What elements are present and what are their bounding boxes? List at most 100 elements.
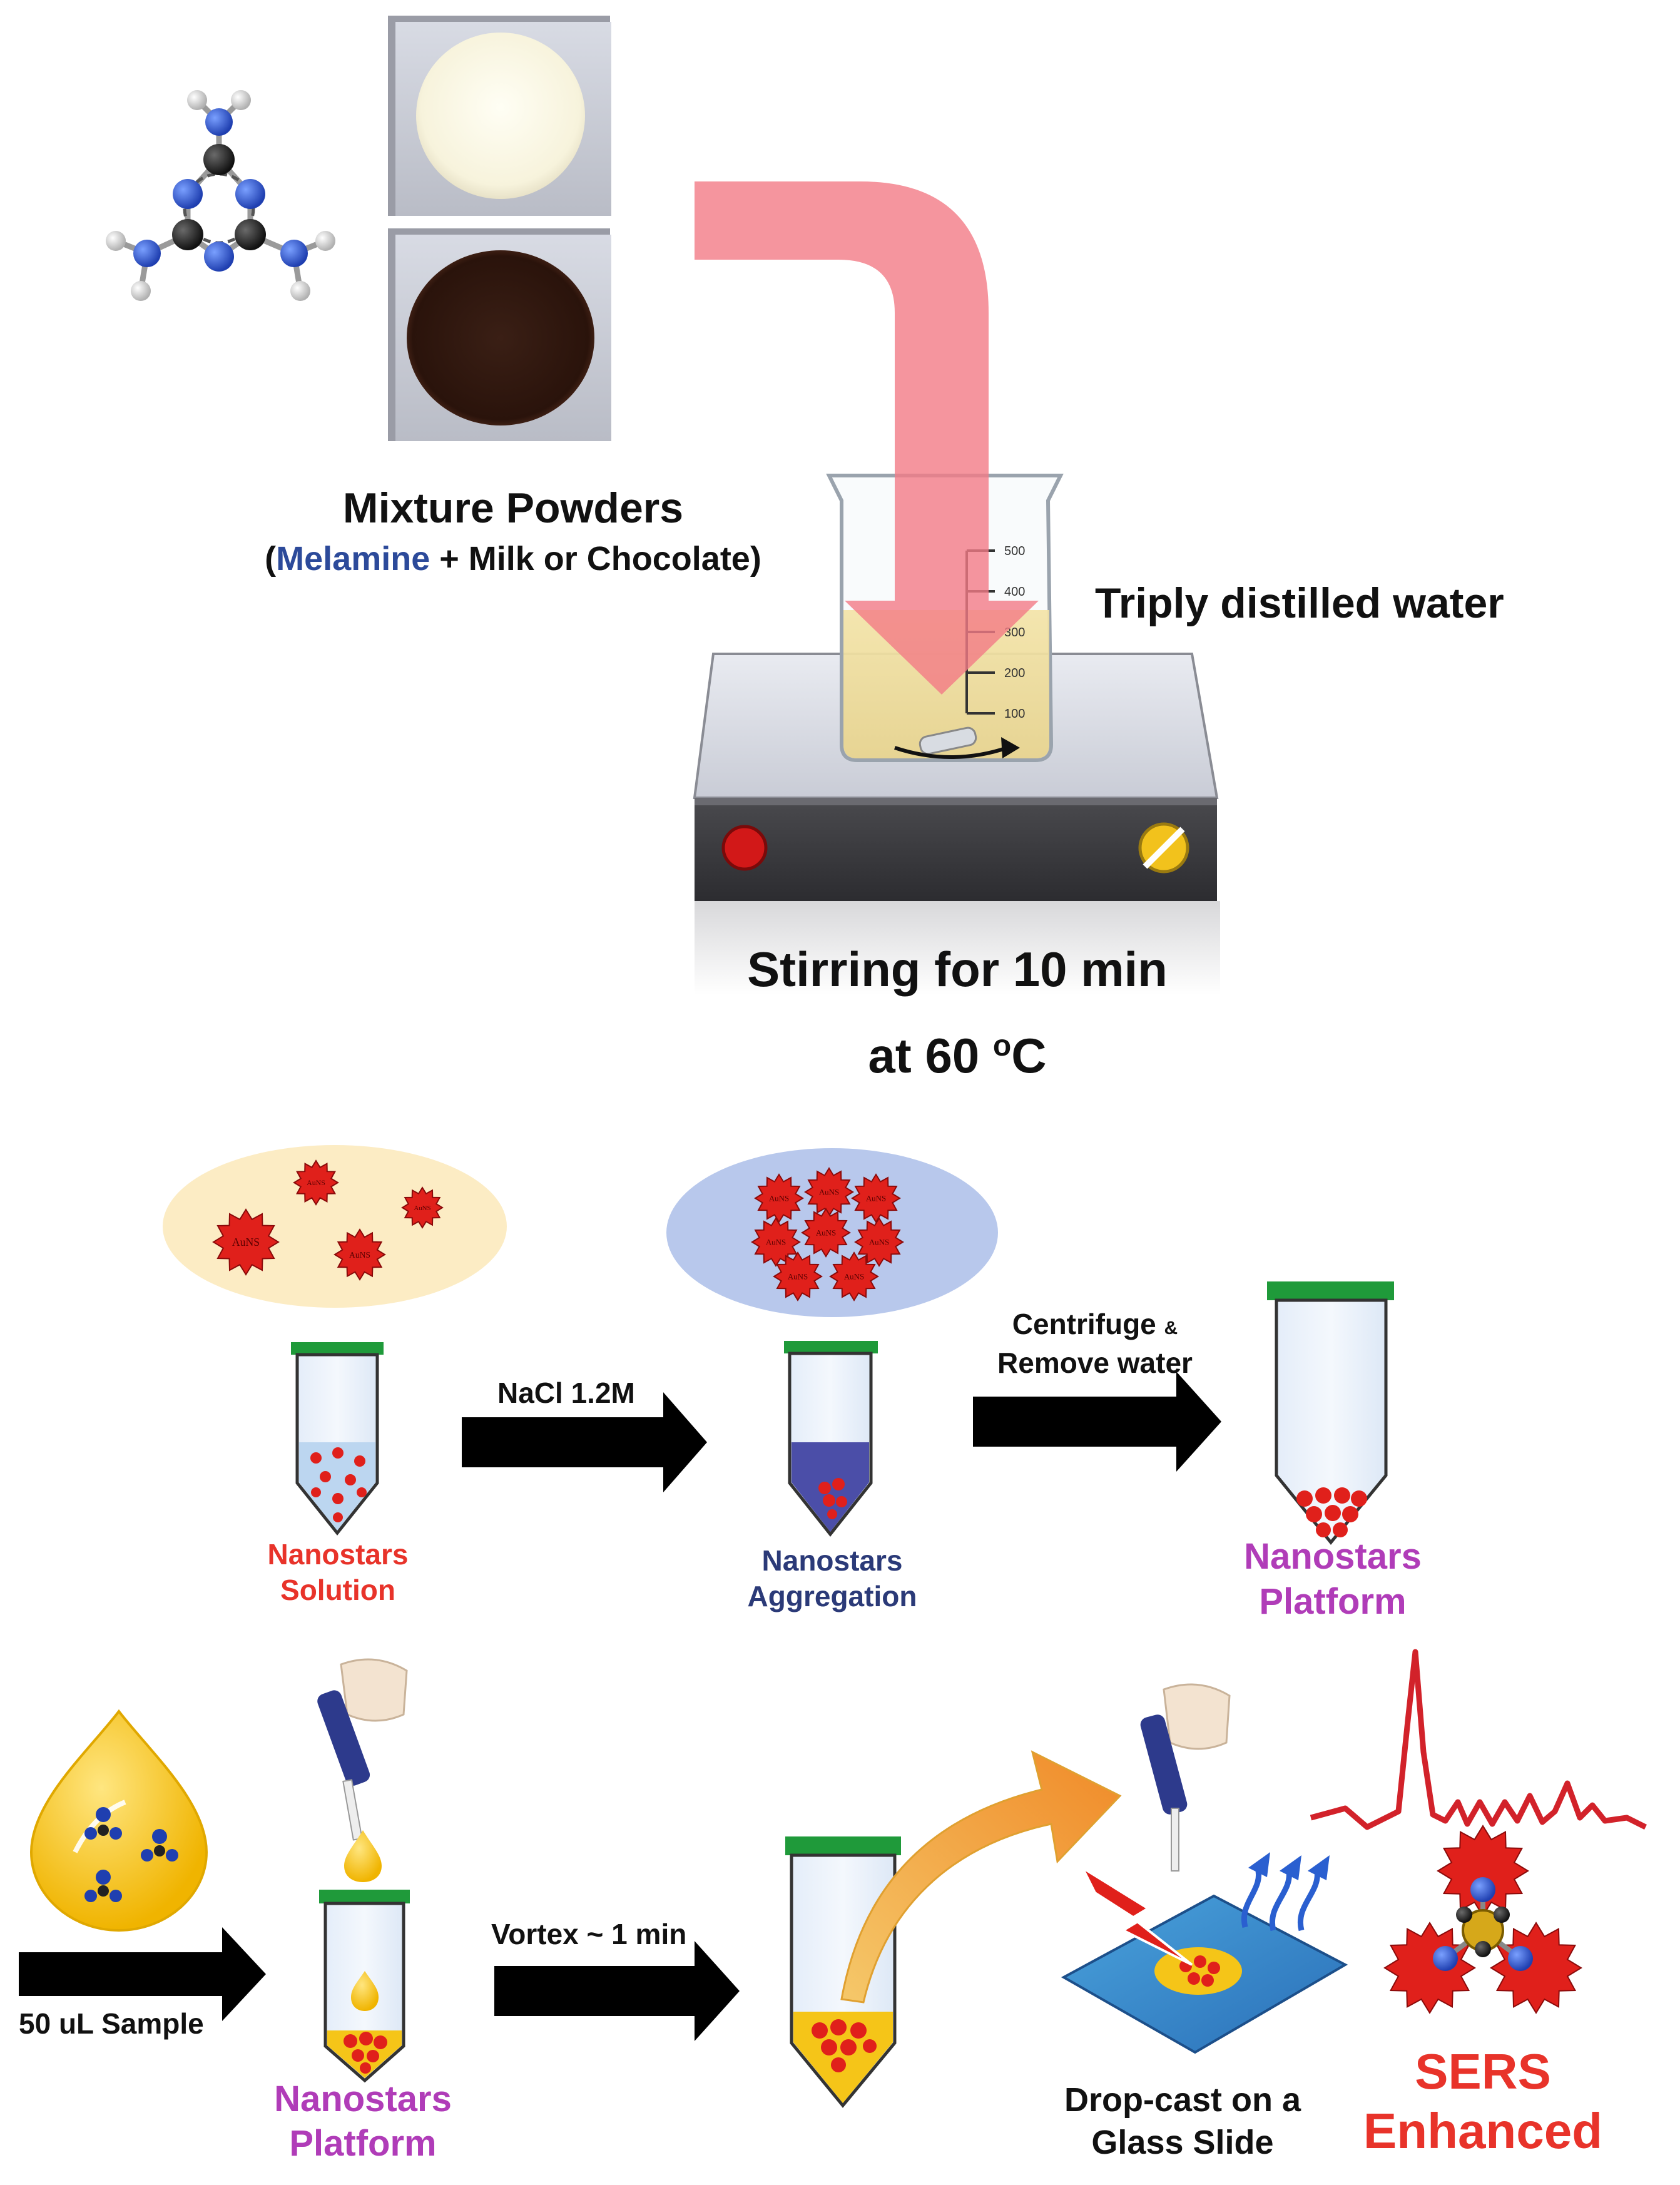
nanostar-shape bbox=[751, 1217, 801, 1267]
nanostar-icon: AuNS bbox=[773, 1251, 823, 1301]
sers-complex-icon bbox=[1383, 1825, 1582, 2014]
beaker-tick-200: 200 bbox=[1004, 666, 1025, 680]
nanostar-icon: AuNS bbox=[851, 1173, 901, 1223]
nanostar-label: AuNS bbox=[232, 1236, 260, 1248]
nanostar-icon: AuNS bbox=[401, 1186, 444, 1229]
dropcast-label-line1: Drop-cast on a bbox=[1064, 2081, 1301, 2119]
pink-flow-arrow bbox=[695, 181, 1039, 695]
chocolate-powder-photo bbox=[388, 228, 611, 441]
stirring-line1: Stirring for 10 min bbox=[747, 942, 1168, 997]
nanostar-icon: AuNS bbox=[751, 1217, 801, 1267]
black-arrow-vortex bbox=[494, 1941, 740, 2041]
nanostar-icon: AuNS bbox=[801, 1208, 851, 1258]
sample-droplet-icon bbox=[29, 1709, 208, 1932]
black-arrow-nacl bbox=[462, 1392, 707, 1492]
nanostar-icon: AuNS bbox=[212, 1208, 280, 1276]
tube1-label-line2: Solution bbox=[280, 1574, 395, 1606]
nanostar-icon bbox=[1490, 1922, 1582, 2014]
arrow1-label: NaCl 1.2M bbox=[497, 1377, 635, 1409]
nanostar-shape bbox=[293, 1159, 339, 1206]
nanostar-icon: AuNS bbox=[333, 1228, 386, 1281]
nanostar-icon: AuNS bbox=[293, 1159, 339, 1206]
tube3-label-line1: Nanostars bbox=[1244, 1536, 1422, 1577]
tube-vortexed bbox=[785, 1836, 901, 2108]
centrifuge-word: Centrifuge bbox=[1012, 1308, 1156, 1340]
power-knob-icon bbox=[721, 825, 768, 871]
nanostar-label: AuNS bbox=[866, 1194, 886, 1203]
glass-slide-icon bbox=[1061, 1894, 1348, 2054]
nanostar-label: AuNS bbox=[819, 1188, 839, 1197]
nanostar-shape bbox=[851, 1173, 901, 1223]
nanostar-shape bbox=[754, 1173, 804, 1223]
platform-label-line2: Platform bbox=[289, 2123, 437, 2164]
laser-bolt-icon bbox=[1079, 1864, 1193, 1966]
melamine-word: Melamine bbox=[276, 540, 430, 578]
nanostar-icon bbox=[1383, 1922, 1476, 2014]
sers-label-line1: SERS bbox=[1415, 2044, 1551, 2099]
tube-nanostars-solution bbox=[291, 1342, 384, 1536]
beaker-tick-100: 100 bbox=[1004, 707, 1025, 721]
nanostar-icon: AuNS bbox=[754, 1173, 804, 1223]
arrow2-label-line1: Centrifuge & bbox=[951, 1308, 1239, 1341]
tube-platform-with-sample bbox=[319, 1890, 410, 2083]
black-arrow-sample bbox=[19, 1927, 266, 2021]
dropcast-label-line2: Glass Slide bbox=[1091, 2124, 1274, 2161]
milk-powder-photo bbox=[388, 16, 611, 216]
tube2-label-line1: Nanostars bbox=[761, 1544, 903, 1577]
sample-label: 50 uL Sample bbox=[19, 2007, 204, 2040]
ampersand: & bbox=[1164, 1318, 1178, 1338]
nanostar-label: AuNS bbox=[307, 1178, 325, 1187]
pipette-dropcast-icon bbox=[1140, 1683, 1231, 1872]
powders-paren-open: ( bbox=[265, 540, 277, 578]
nanostar-shape bbox=[212, 1208, 280, 1276]
tube-nanostars-platform bbox=[1267, 1281, 1394, 1545]
degree-symbol: o bbox=[992, 1029, 1012, 1062]
nanostar-label: AuNS bbox=[844, 1272, 864, 1281]
stir-bar-icon bbox=[894, 726, 1020, 759]
nanostar-shape bbox=[1490, 1922, 1582, 2014]
tube1-label-line1: Nanostars bbox=[267, 1538, 409, 1571]
nanostar-label: AuNS bbox=[766, 1238, 786, 1247]
beaker-tick-300: 300 bbox=[1004, 626, 1025, 639]
beaker-tick-400: 400 bbox=[1004, 585, 1025, 599]
powders-subtitle: (Melamine + Milk or Chocolate) bbox=[238, 539, 788, 578]
evaporation-arrows-icon bbox=[1241, 1852, 1330, 1932]
orange-curved-arrow bbox=[840, 1750, 1122, 2004]
nanostar-shape bbox=[333, 1228, 386, 1281]
water-label: Triply distilled water bbox=[1095, 579, 1504, 627]
arrow2-label-line2: Remove water bbox=[997, 1347, 1193, 1379]
nanostar-label: AuNS bbox=[769, 1194, 789, 1203]
tube-nanostars-aggregation bbox=[784, 1341, 878, 1537]
nanostar-icon: AuNS bbox=[854, 1217, 904, 1267]
aggregated-nanostars-ellipse: AuNS AuNS AuNS AuNS AuNS AuNS AuNS AuNS bbox=[666, 1148, 998, 1317]
nanostar-label: AuNS bbox=[788, 1272, 808, 1281]
dial-knob-icon bbox=[1138, 822, 1189, 873]
pipette-icon bbox=[317, 1658, 408, 1882]
powders-title: Mixture Powders bbox=[342, 484, 684, 532]
nanostar-label: AuNS bbox=[349, 1250, 370, 1260]
platform-label-line1: Nanostars bbox=[274, 2079, 452, 2119]
temp-prefix: at 60 bbox=[868, 1028, 993, 1083]
nanostar-shape bbox=[854, 1217, 904, 1267]
dispersed-nanostars-ellipse: AuNS AuNS AuNS AuNS bbox=[163, 1145, 507, 1308]
raman-spectrum-line bbox=[1310, 1649, 1647, 1830]
melamine-in-sample-icon bbox=[84, 1807, 178, 1902]
nanostar-shape bbox=[773, 1251, 823, 1301]
vortex-label: Vortex ~ 1 min bbox=[491, 1918, 687, 1950]
tube2-label-line2: Aggregation bbox=[747, 1580, 917, 1612]
melamine-molecule-icon bbox=[106, 90, 335, 301]
tube3-label-line2: Platform bbox=[1259, 1581, 1407, 1622]
nanostar-label: AuNS bbox=[414, 1205, 430, 1212]
nanostar-shape bbox=[829, 1251, 879, 1301]
nanostar-shape bbox=[801, 1208, 851, 1258]
black-arrow-centrifuge bbox=[973, 1372, 1221, 1472]
nanostar-shape bbox=[401, 1186, 444, 1229]
beaker-tick-500: 500 bbox=[1004, 544, 1025, 558]
powders-rest: + Milk or Chocolate) bbox=[430, 540, 761, 578]
sers-label-line2: Enhanced bbox=[1363, 2103, 1603, 2159]
nanostar-icon: AuNS bbox=[829, 1251, 879, 1301]
temp-unit: C bbox=[1011, 1028, 1047, 1083]
nanostar-shape bbox=[1383, 1922, 1476, 2014]
nanostar-label: AuNS bbox=[869, 1238, 889, 1247]
